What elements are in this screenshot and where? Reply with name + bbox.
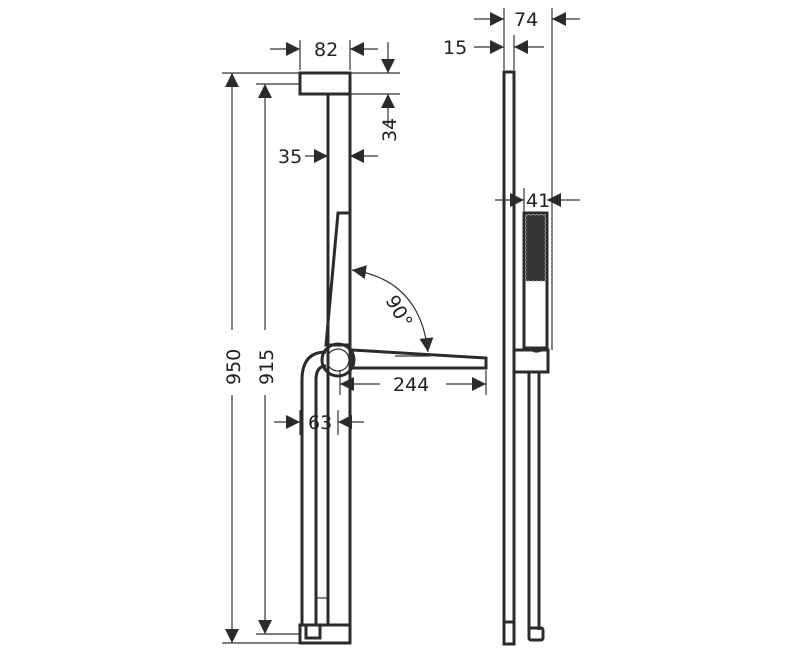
side-holder [512,348,550,374]
dim-top-height: 34 [379,118,401,142]
pivot-joint [320,342,356,378]
angle-label: 90° [381,292,417,332]
dim-total-depth: 74 [514,9,538,31]
hand-shower [522,211,549,350]
dim-rail-depth: 15 [443,37,467,59]
front-view: 90° 82 34 35 950 915 244 [222,39,488,645]
dim-rail-width: 35 [278,146,302,168]
dim-top-width: 82 [314,39,338,61]
side-view: 74 15 41 [443,8,580,646]
dim-shower-width: 41 [526,190,550,212]
spray-face [525,214,546,282]
top-cap [298,71,352,96]
open-shelf [350,348,488,370]
folded-shelf [324,211,352,347]
dim-shelf-depth: 244 [393,374,429,396]
dim-total-height: 950 [223,349,245,385]
dim-holder-width: 63 [308,412,332,434]
dim-rail-length: 915 [256,349,278,385]
